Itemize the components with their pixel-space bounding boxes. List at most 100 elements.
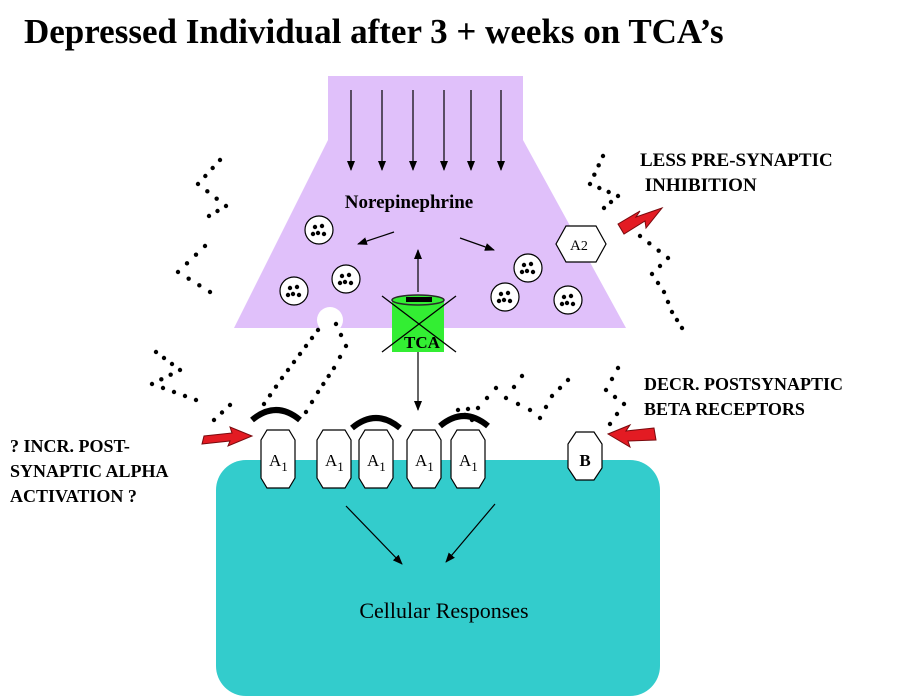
- neurotransmitter-dot: [214, 196, 219, 201]
- neurotransmitter-dot: [168, 372, 173, 377]
- alpha1-receptor-subscript: 1: [471, 459, 478, 474]
- neurotransmitter-dot: [537, 415, 543, 421]
- neurotransmitter-dot: [608, 199, 614, 205]
- neurotransmitter-dot: [315, 389, 321, 395]
- neurotransmitter-dot: [484, 395, 490, 401]
- neurotransmitter-dot: [303, 343, 309, 349]
- callout-line: LESS PRE-SYNAPTIC: [640, 150, 833, 171]
- beta-receptor-label: B: [579, 451, 590, 470]
- neurotransmitter-dot: [161, 355, 167, 361]
- vesicle-arrows: [357, 231, 495, 411]
- neurotransmitter-dot: [527, 407, 533, 413]
- neurotransmitter-dot: [679, 325, 685, 331]
- a2-receptor-label: A: [570, 238, 581, 254]
- alpha1-receptor-subscript: 1: [281, 459, 288, 474]
- neurotransmitter-dot: [210, 165, 215, 171]
- neurotransmitter-dot: [511, 384, 517, 390]
- neurotransmitter-dot: [612, 394, 618, 400]
- svg-text:A1: A1: [459, 451, 478, 474]
- neurotransmitter-dot: [207, 289, 213, 295]
- neurotransmitter-dot: [343, 343, 349, 349]
- neurotransmitter-dot: [455, 407, 461, 413]
- neurotransmitter-dot: [211, 417, 217, 423]
- neurotransmitter-dot: [475, 405, 481, 411]
- callout-line: ? INCR. POST-: [10, 436, 130, 456]
- callout-line: DECR. POSTSYNAPTIC: [644, 374, 844, 394]
- neurotransmitter-dot: [285, 367, 291, 373]
- neurotransmitter-dot: [217, 157, 223, 163]
- neurotransmitter-dot: [657, 263, 663, 269]
- neurotransmitter-dot: [309, 399, 315, 405]
- neurotransmitter-dot: [338, 332, 344, 338]
- neurotransmitter-dot: [315, 327, 321, 333]
- neurotransmitter-dot: [273, 384, 279, 389]
- neurotransmitter-dot: [215, 208, 220, 214]
- neurotransmitter-dots: [149, 153, 685, 427]
- neurotransmitter-dot: [661, 289, 667, 295]
- neurotransmitter-dot: [171, 389, 177, 395]
- neurotransmitter-dot: [175, 269, 181, 275]
- neurotransmitter-dot: [606, 189, 611, 195]
- callout-line: ACTIVATION ?: [10, 486, 137, 506]
- alpha1-receptor: A1: [450, 429, 486, 489]
- neurotransmitter-dot: [291, 359, 297, 365]
- beta-receptor-arrow-icon: [606, 423, 657, 449]
- norepinephrine-label: Norepinephrine: [345, 192, 473, 213]
- alpha-activation-arrow-icon: [201, 426, 254, 447]
- neurotransmitter-dot: [587, 181, 593, 187]
- neurotransmitter-dot: [159, 377, 164, 382]
- neurotransmitter-dot: [333, 321, 339, 327]
- neurotransmitter-dot: [665, 255, 671, 261]
- neurotransmitter-dot: [193, 252, 199, 257]
- vesicle: [304, 215, 334, 245]
- slide-title: Depressed Individual after 3 + weeks on …: [24, 12, 724, 51]
- neurotransmitter-dot: [184, 261, 190, 266]
- vesicle: [490, 282, 520, 312]
- neurotransmitter-dot: [193, 397, 199, 403]
- alpha1-receptor-label: A: [325, 451, 338, 470]
- svg-text:A1: A1: [367, 451, 386, 474]
- a2-autoreceptor: A2: [555, 225, 607, 263]
- alpha1-receptor: A1: [406, 429, 442, 489]
- neurotransmitter-dot: [549, 393, 555, 399]
- callout-alpha-activation: ? INCR. POST- SYNAPTIC ALPHA ACTIVATION …: [10, 434, 169, 509]
- neurotransmitter-dot: [197, 283, 202, 288]
- callout-beta-receptors: DECR. POSTSYNAPTIC BETA RECEPTORS: [644, 372, 843, 422]
- neurotransmitter-dot: [607, 421, 613, 427]
- neurotransmitter-dot: [621, 401, 627, 407]
- neurotransmitter-dot: [326, 373, 331, 379]
- tca-label: TCA: [404, 333, 441, 352]
- neurotransmitter-dot: [615, 365, 621, 371]
- neurotransmitter-dot: [169, 361, 175, 367]
- alpha1-receptor: A1: [316, 429, 352, 489]
- alpha1-receptor-subscript: 1: [337, 459, 344, 474]
- neurotransmitter-dot: [669, 309, 675, 315]
- neurotransmitter-dot: [186, 276, 191, 281]
- neurotransmitter-dot: [160, 385, 166, 391]
- neurotransmitter-dot: [303, 409, 309, 415]
- neurotransmitter-dot: [601, 205, 607, 211]
- svg-text:A1: A1: [325, 451, 344, 474]
- neurotransmitter-dot: [597, 185, 602, 191]
- neurotransmitter-dot: [219, 410, 225, 415]
- neurotransmitter-dot: [206, 213, 212, 219]
- neurotransmitter-dot: [515, 401, 521, 407]
- neurotransmitter-dot: [267, 393, 273, 398]
- alpha1-receptor-label: A: [415, 451, 428, 470]
- neurotransmitter-dot: [331, 365, 337, 371]
- neurotransmitter-dot: [223, 203, 229, 209]
- neurotransmitter-dot: [205, 189, 210, 194]
- vesicle: [553, 285, 583, 315]
- cellular-responses-label: Cellular Responses: [359, 598, 528, 623]
- neurotransmitter-dot: [600, 153, 606, 159]
- neurotransmitter-dot: [655, 280, 661, 286]
- presynaptic-inhibition-arrow-icon: [617, 206, 664, 235]
- neurotransmitter-dot: [592, 172, 597, 177]
- svg-text:A2: A2: [570, 238, 588, 254]
- vesicle: [331, 264, 361, 294]
- neurotransmitter-dot: [203, 173, 208, 179]
- neurotransmitter-dot: [609, 376, 615, 382]
- neurotransmitter-dot: [557, 385, 563, 391]
- alpha1-receptor-label: A: [367, 451, 380, 470]
- svg-text:A1: A1: [269, 451, 288, 474]
